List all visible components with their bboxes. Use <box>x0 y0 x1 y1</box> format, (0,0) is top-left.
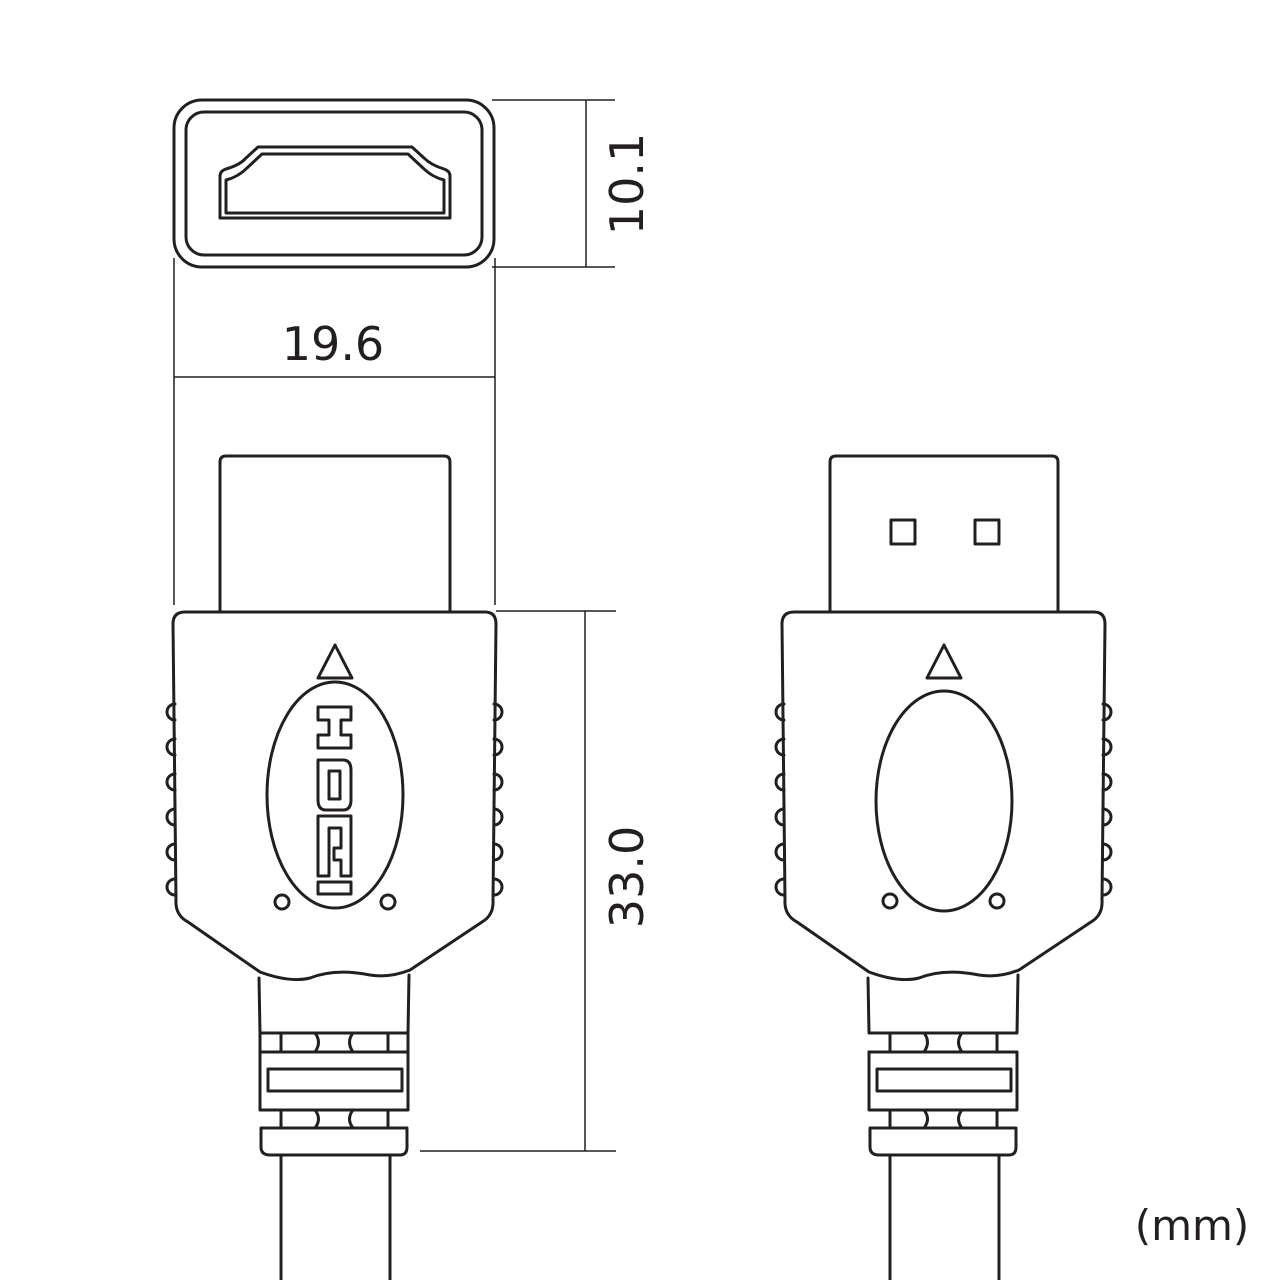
unit-label: (mm) <box>1135 1201 1250 1250</box>
hdmi-port-inner <box>224 152 446 215</box>
strain-relief-top <box>257 973 411 1035</box>
plug-tip <box>218 454 452 614</box>
strain-relief-bottom <box>868 1126 1018 1157</box>
strain-relief-bar <box>875 1067 1013 1093</box>
blank-oval <box>874 689 1014 913</box>
hole-right <box>379 893 397 911</box>
dimension-label-length: 33.0 <box>600 826 654 928</box>
plug-tip <box>828 454 1060 614</box>
triangle-arrow-icon <box>316 643 354 680</box>
strain-relief-band <box>867 1050 1019 1112</box>
cable <box>279 1153 392 1280</box>
strain-relief-notches-2 <box>279 1108 390 1130</box>
strain-relief-notches-1 <box>867 1031 1019 1054</box>
connector-body <box>171 610 498 981</box>
grip-ridges-right <box>1101 702 1113 897</box>
dimension-thickness: 10.1 <box>492 99 654 268</box>
strain-relief-band <box>258 1050 410 1112</box>
dimension-label-thickness: 10.1 <box>600 133 654 235</box>
cable <box>888 1153 1001 1280</box>
square-hole-left <box>889 518 917 546</box>
strain-relief-slot-1 <box>258 1031 410 1054</box>
hdmi-logo-icon <box>316 705 353 896</box>
strain-relief-bar <box>266 1067 404 1093</box>
grip-ridges-right <box>492 702 504 897</box>
socket-inner-shell <box>184 110 484 257</box>
square-hole-right <box>973 518 1001 546</box>
hdmi-port-outer <box>218 145 452 220</box>
dimension-width: 19.6 <box>173 258 496 605</box>
dimension-length: 33.0 <box>420 610 654 1152</box>
connector-front-view <box>165 454 504 1280</box>
strain-relief-top <box>866 973 1020 1035</box>
grip-ridges-left <box>165 702 177 897</box>
grip-ridges-left <box>774 702 786 897</box>
strain-relief-notches-1 <box>279 1031 390 1054</box>
strain-relief-notches-2 <box>888 1108 999 1130</box>
hole-left <box>273 893 291 911</box>
connector-back-view <box>774 454 1113 1280</box>
logo-oval <box>265 680 405 910</box>
connector-body <box>780 610 1107 981</box>
hole-right <box>988 892 1006 910</box>
socket-end-view <box>172 98 496 269</box>
dimension-label-width: 19.6 <box>282 317 384 371</box>
strain-relief-bottom <box>259 1126 409 1157</box>
socket-outer-shell <box>172 98 496 269</box>
triangle-arrow-icon <box>925 643 963 680</box>
hole-left <box>881 892 899 910</box>
